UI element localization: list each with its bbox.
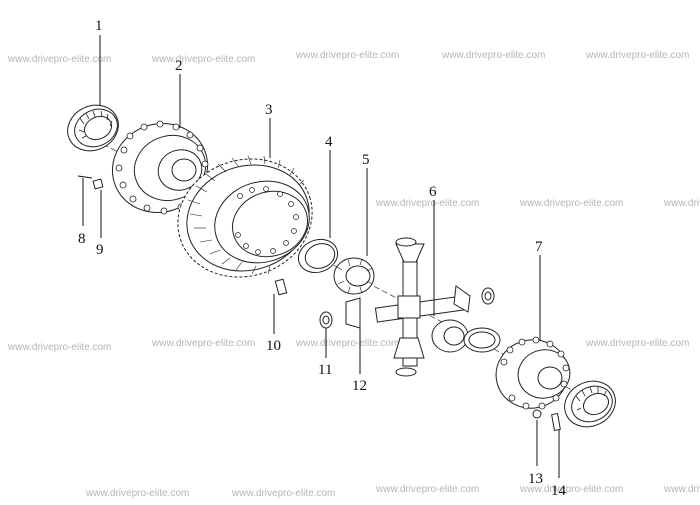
callout-4: 4 xyxy=(325,134,333,150)
callout-numbers: 1 2 3 4 5 6 7 8 9 10 11 12 13 14 xyxy=(78,18,567,499)
bolt-10 xyxy=(274,278,288,296)
watermark: www.drivepro-elite.com xyxy=(519,198,623,209)
callout-3: 3 xyxy=(265,102,273,118)
callout-8: 8 xyxy=(78,231,86,247)
watermark: www.drivepro-elite.com xyxy=(519,484,623,495)
callout-1: 1 xyxy=(95,18,103,34)
pin-8 xyxy=(77,175,93,179)
callout-10: 10 xyxy=(266,338,281,354)
watermark: www.drivepro-elite.com xyxy=(375,198,479,209)
watermark: www.drivepro-elite.com xyxy=(151,54,255,65)
callout-12: 12 xyxy=(352,378,367,394)
watermark: www.drivepro-elite.com xyxy=(295,338,399,349)
leader-lines xyxy=(82,35,560,478)
callout-5: 5 xyxy=(362,152,370,168)
side-gear-right xyxy=(431,319,501,353)
watermark-layer: www.drivepro-elite.com www.drivepro-elit… xyxy=(7,50,700,499)
watermark: www.drivepro-elite.com xyxy=(441,50,545,61)
watermark: www.drivepro-elite.com xyxy=(375,484,479,495)
callout-14: 14 xyxy=(551,483,567,499)
watermark: www.drivepro-elite.com xyxy=(663,484,700,495)
washer-13 xyxy=(532,409,542,419)
callout-13: 13 xyxy=(528,471,543,487)
bearing-left xyxy=(67,104,119,152)
pinion-washer xyxy=(319,237,495,377)
watermark: www.drivepro-elite.com xyxy=(85,488,189,499)
side-gear-left xyxy=(333,257,375,295)
watermark: www.drivepro-elite.com xyxy=(585,50,689,61)
watermark: www.drivepro-elite.com xyxy=(151,338,255,349)
small-fasteners xyxy=(77,175,561,431)
callout-2: 2 xyxy=(175,58,183,74)
cross-shaft xyxy=(345,243,471,367)
bolt-14 xyxy=(551,413,561,431)
watermark: www.drivepro-elite.com xyxy=(295,50,399,61)
differential-case-right xyxy=(495,336,571,410)
watermark: www.drivepro-elite.com xyxy=(663,198,700,209)
nut-9 xyxy=(92,178,104,190)
callout-9: 9 xyxy=(96,242,104,258)
differential-case-left xyxy=(111,120,209,215)
watermark: www.drivepro-elite.com xyxy=(7,342,111,353)
watermark: www.drivepro-elite.com xyxy=(7,54,111,65)
bearing-right xyxy=(564,380,616,428)
watermark: www.drivepro-elite.com xyxy=(231,488,335,499)
callout-7: 7 xyxy=(535,239,543,255)
thrust-washer-left xyxy=(297,238,339,274)
callout-11: 11 xyxy=(318,362,332,378)
ring-gear xyxy=(177,155,313,278)
watermark: www.drivepro-elite.com xyxy=(585,338,689,349)
callout-6: 6 xyxy=(429,184,437,200)
